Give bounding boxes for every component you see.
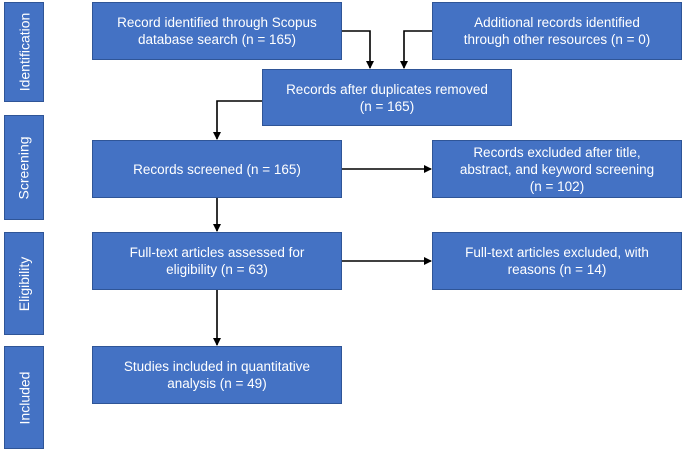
stage-screening: Screening [4,115,44,220]
box-duplicates-removed-text: Records after duplicates removed (n = 16… [286,81,488,114]
box-fulltext-assessed: Full-text articles assessed for eligibil… [92,232,342,290]
arrow-other-to-duplicates [400,30,432,69]
box-fulltext-excluded: Full-text articles excluded, with reason… [432,232,682,290]
box-scopus-records-text: Record identified through Scopus databas… [117,15,317,47]
stage-eligibility-label: Eligibility [16,256,32,311]
box-other-sources-text: Additional records identified through ot… [463,15,651,47]
box-records-screened: Records screened (n = 165) [92,140,342,198]
box-studies-included: Studies included in quantitative analysi… [92,346,342,404]
stage-included: Included [4,346,44,449]
arrow-duplicates-to-screened [213,100,262,140]
box-scopus-records: Record identified through Scopus databas… [92,2,342,60]
box-fulltext-assessed-text: Full-text articles assessed for eligibil… [129,245,305,277]
box-duplicates-removed: Records after duplicates removed (n = 16… [262,69,512,126]
box-fulltext-excluded-text: Full-text articles excluded, with reason… [465,245,649,277]
stage-identification-label: Identification [16,12,33,92]
box-excluded-screening-text: Records excluded after title, abstract, … [459,144,655,194]
box-other-sources: Additional records identified through ot… [432,2,682,60]
arrow-scopus-to-duplicates [342,30,374,69]
box-records-screened-text: Records screened (n = 165) [133,161,301,177]
box-studies-included-text: Studies included in quantitative analysi… [123,359,311,391]
stage-screening-label: Screening [16,135,33,200]
box-excluded-screening: Records excluded after title, abstract, … [432,140,682,198]
stage-included-label: Included [16,371,32,424]
stage-identification: Identification [4,2,44,102]
stage-eligibility: Eligibility [4,232,44,335]
